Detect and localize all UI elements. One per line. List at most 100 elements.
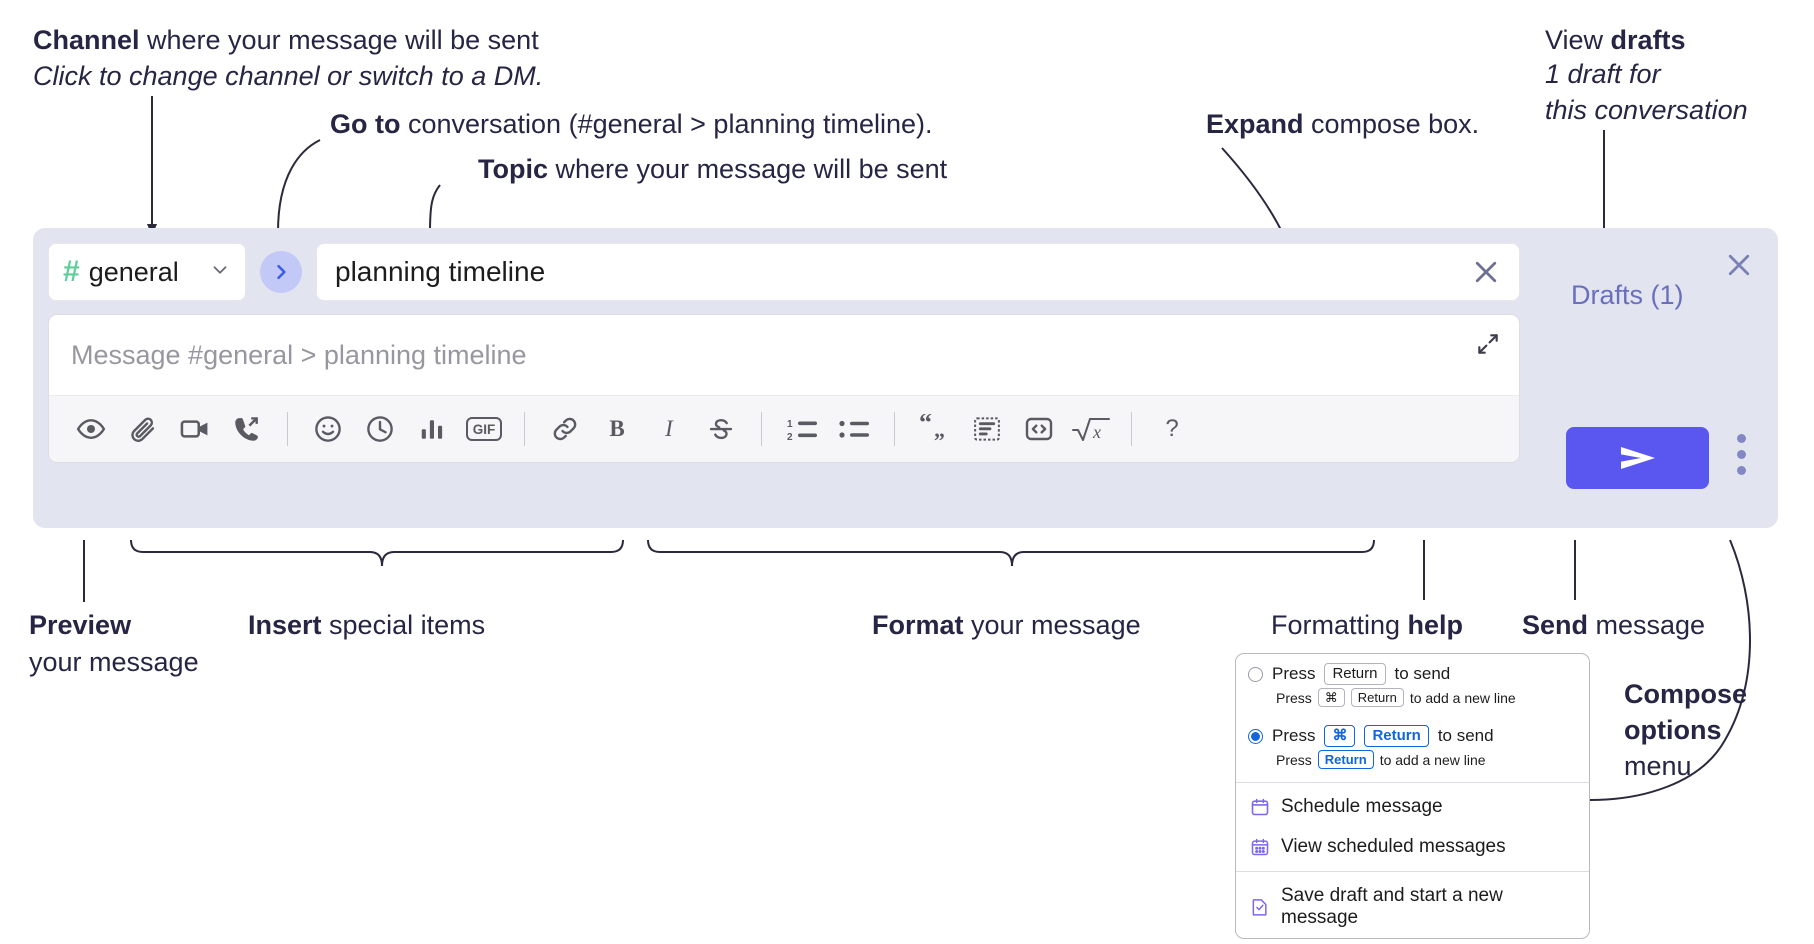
menu-divider	[1236, 782, 1589, 783]
annotation-send-bold: Send	[1522, 610, 1589, 640]
annotation-expand-bold: Expand	[1206, 109, 1304, 139]
help-label: ?	[1165, 415, 1178, 442]
opt2-sub-pre: Press	[1276, 751, 1312, 768]
poll-chart-icon[interactable]	[406, 403, 458, 455]
blockquote-icon[interactable]: “ „	[909, 403, 961, 455]
audio-call-icon[interactable]	[221, 403, 273, 455]
video-icon[interactable]	[169, 403, 221, 455]
annotation-compose-options-2: options	[1624, 712, 1721, 748]
annotation-drafts-line2: 1 draft for	[1545, 59, 1661, 89]
annotation-goto: Go to conversation (#general > planning …	[330, 106, 933, 142]
annotation-help-plain: Formatting	[1271, 610, 1408, 640]
close-icon[interactable]	[1724, 250, 1754, 285]
annotation-goto-bold: Go to	[330, 109, 401, 139]
send-option-return[interactable]: Press Return to send	[1236, 654, 1589, 688]
link-icon[interactable]	[539, 403, 591, 455]
bold-label: B	[609, 416, 624, 441]
key-return: Return	[1350, 688, 1404, 707]
message-box: Message #general > planning timeline	[48, 314, 1520, 463]
formatting-toolbar: GIF B	[49, 395, 1519, 462]
bulleted-list-icon[interactable]	[828, 403, 880, 455]
hash-icon: #	[63, 255, 80, 288]
key-return: Return	[1324, 663, 1386, 685]
calendar-schedule-icon	[1250, 797, 1270, 817]
menu-item-label: Save draft and start a new message	[1281, 885, 1503, 928]
annotation-preview-bold: Preview	[29, 610, 132, 640]
menu-item-view-scheduled[interactable]: View scheduled messages	[1236, 827, 1589, 867]
annotation-help-bold: help	[1407, 610, 1464, 640]
italic-icon[interactable]: I	[643, 403, 695, 455]
separator	[894, 412, 895, 446]
compose-inner: # general planning timeline	[48, 242, 1520, 463]
menu-item-save-draft[interactable]: Save draft and start a new message	[1236, 876, 1589, 938]
key-return: Return	[1364, 725, 1429, 747]
topic-value: planning timeline	[335, 256, 546, 287]
annotation-format-rest: your message	[963, 610, 1141, 640]
chevron-down-icon	[209, 259, 231, 286]
annotation-co-line1: Compose	[1624, 679, 1748, 709]
ordered-list-icon[interactable]: 1 2	[776, 403, 828, 455]
compose-options-menu: Press Return to send Press ⌘ Return to a…	[1235, 653, 1590, 939]
key-command: ⌘	[1324, 725, 1356, 747]
kebab-dot	[1737, 466, 1746, 475]
kebab-dot	[1737, 434, 1746, 443]
annotation-drafts-line3: this conversation	[1545, 95, 1748, 125]
bold-icon[interactable]: B	[591, 403, 643, 455]
opt1-post: to send	[1394, 664, 1451, 683]
annotation-drafts: View drafts	[1545, 22, 1686, 58]
code-icon[interactable]	[1013, 403, 1065, 455]
kebab-dot	[1737, 450, 1746, 459]
opt1-pre: Press	[1272, 664, 1316, 683]
annotation-preview-line2: your message	[29, 647, 199, 677]
svg-text:„: „	[934, 417, 945, 442]
emoji-icon[interactable]	[302, 403, 354, 455]
opt2-sub-post: to add a new line	[1379, 751, 1486, 768]
radio-return[interactable]	[1248, 666, 1263, 682]
channel-picker[interactable]: # general	[48, 243, 246, 301]
opt2-post: to send	[1437, 726, 1494, 745]
svg-text:x: x	[1092, 422, 1101, 442]
radio-cmd-return[interactable]	[1248, 728, 1263, 744]
goto-conversation-button[interactable]	[260, 251, 302, 293]
annotation-format: Format your message	[872, 607, 1141, 643]
annotation-preview: Preview	[29, 607, 131, 643]
compose-header-row: # general planning timeline	[48, 242, 1520, 302]
annotation-topic-rest: where your message will be sent	[548, 154, 948, 184]
annotation-drafts-bold: drafts	[1610, 25, 1686, 55]
compose-options-button[interactable]	[1737, 434, 1746, 475]
gif-icon[interactable]: GIF	[458, 403, 510, 455]
menu-item-schedule-message[interactable]: Schedule message	[1236, 787, 1589, 827]
expand-icon[interactable]	[1475, 331, 1501, 362]
strikethrough-icon[interactable]	[695, 403, 747, 455]
svg-text:2: 2	[787, 432, 793, 443]
annotation-expand-rest: compose box.	[1303, 109, 1480, 139]
annotation-send-rest: message	[1588, 610, 1706, 640]
annotation-topic-bold: Topic	[478, 154, 548, 184]
separator	[761, 412, 762, 446]
svg-text:GIF: GIF	[473, 422, 496, 437]
code-block-icon[interactable]	[961, 403, 1013, 455]
compose-panel: # general planning timeline	[33, 228, 1778, 528]
send-option-cmd-return[interactable]: Press ⌘ Return to send	[1236, 716, 1589, 750]
annotation-expand: Expand compose box.	[1206, 106, 1479, 142]
help-icon[interactable]: ?	[1146, 403, 1198, 455]
annotation-co-line2: options	[1624, 715, 1722, 745]
reminder-clock-icon[interactable]	[354, 403, 406, 455]
key-return: Return	[1317, 750, 1374, 769]
menu-divider	[1236, 871, 1589, 872]
clear-topic-icon[interactable]	[1471, 257, 1501, 287]
topic-field[interactable]: planning timeline	[316, 243, 1520, 301]
message-input[interactable]: Message #general > planning timeline	[49, 315, 1519, 395]
opt1-sub-pre: Press	[1276, 689, 1312, 706]
drafts-link[interactable]: Drafts (1)	[1571, 280, 1684, 310]
math-icon[interactable]: x	[1065, 403, 1117, 455]
menu-item-label: Schedule message	[1281, 796, 1443, 817]
annotation-channel-bold: Channel	[33, 25, 140, 55]
separator	[1131, 412, 1132, 446]
preview-icon[interactable]	[65, 403, 117, 455]
send-button[interactable]	[1566, 427, 1709, 489]
attachment-icon[interactable]	[117, 403, 169, 455]
annotation-channel-sub: Click to change channel or switch to a D…	[33, 61, 544, 91]
svg-text:1: 1	[787, 419, 793, 430]
